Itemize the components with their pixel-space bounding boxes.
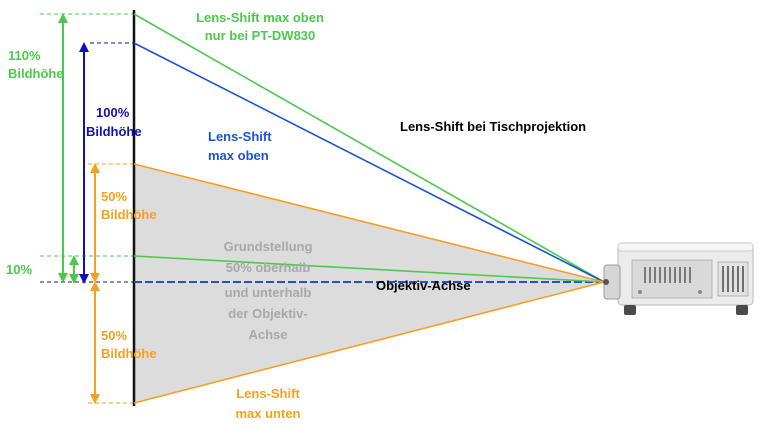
label-bottom-line2: max unten [235, 406, 300, 421]
green-ray-top [133, 13, 605, 283]
label-blue-top-line1: Lens-Shift [208, 129, 272, 144]
label-10-value: 10% [6, 262, 32, 277]
label-110-value: 110% [8, 48, 41, 63]
default-projection-area [135, 164, 602, 403]
label-110-unit: Bildhöhe [8, 66, 64, 81]
orange-ray-bottom [133, 281, 605, 404]
label-center-line3: und unterhalb [225, 285, 312, 300]
label-100-unit: Bildhöhe [86, 124, 142, 139]
label-blue-top-line2: max oben [208, 148, 269, 163]
projector-icon [603, 242, 754, 315]
label-upper-50-value: 50% [101, 189, 127, 204]
label-green-top-line2: nur bei PT-DW830 [205, 28, 316, 43]
label-center-line2: 50% oberhalb [226, 260, 311, 275]
green-ray-bottom [133, 255, 605, 283]
label-bottom-line1: Lens-Shift [236, 386, 300, 401]
label-upper-50-unit: Bildhöhe [101, 207, 157, 222]
blue-ray-top [133, 42, 605, 283]
orange-ray-top [133, 163, 605, 283]
label-lower-50-unit: Bildhöhe [101, 346, 157, 361]
label-green-top-line1: Lens-Shift max oben [196, 10, 324, 25]
label-objektiv-achse: Objektiv-Achse [376, 278, 471, 293]
label-center-line5: Achse [248, 327, 287, 342]
diagram-title: Lens-Shift bei Tischprojektion [400, 119, 586, 134]
label-100-value: 100% [96, 105, 130, 120]
label-center-line4: der Objektiv- [228, 306, 307, 321]
label-lower-50-value: 50% [101, 328, 127, 343]
label-center-line1: Grundstellung [224, 239, 313, 254]
